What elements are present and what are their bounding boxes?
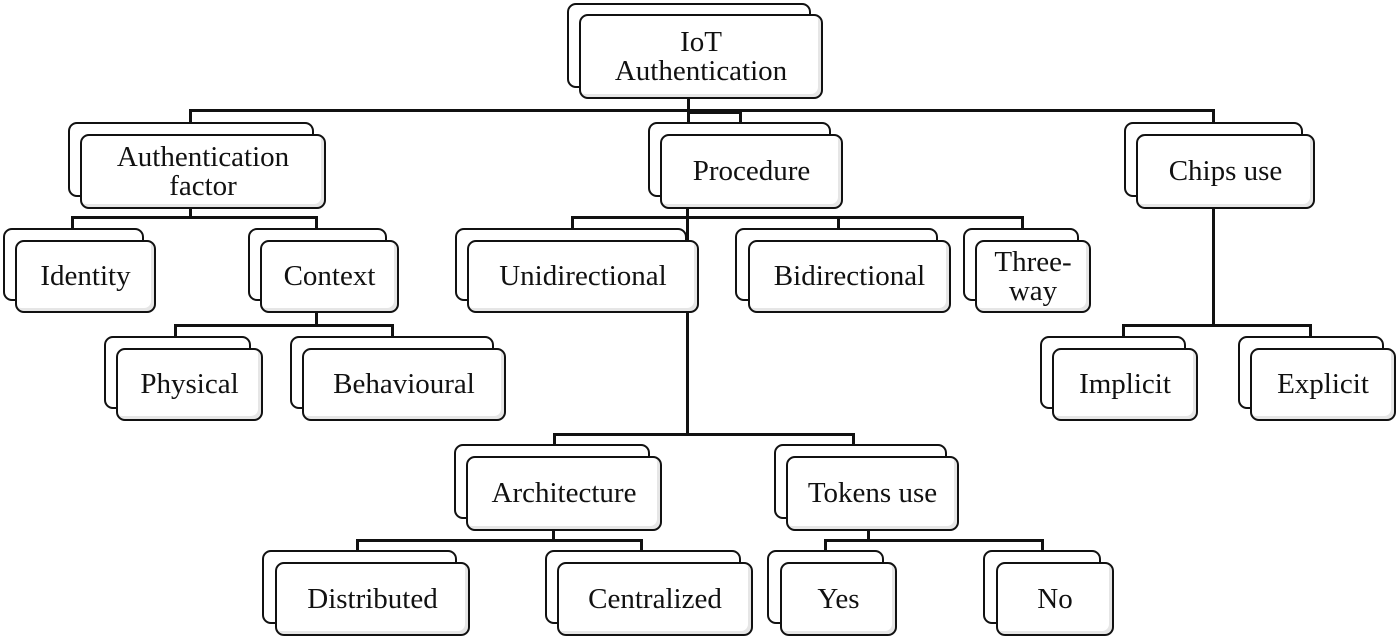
connector-tokens-down bbox=[867, 528, 870, 541]
node-label: No bbox=[1037, 582, 1073, 615]
node-label: Centralized bbox=[588, 582, 722, 615]
node-label: Yes bbox=[817, 582, 860, 615]
node-label: Three- way bbox=[994, 245, 1072, 307]
node-tokens-use: Tokens use bbox=[786, 456, 959, 531]
node-label: Bidirectional bbox=[773, 260, 926, 292]
connector-to-chips-use bbox=[1212, 109, 1215, 124]
connector-to-implicit bbox=[1122, 324, 1125, 338]
connector-to-identity bbox=[71, 216, 74, 230]
connector-to-explicit bbox=[1309, 324, 1312, 338]
node-label: Context bbox=[283, 260, 376, 292]
node-label: Behavioural bbox=[333, 368, 475, 400]
node-root: IoT Authentication bbox=[579, 14, 823, 99]
connector-to-tokens-use bbox=[852, 433, 855, 446]
node-context: Context bbox=[260, 240, 399, 313]
node-architecture: Architecture bbox=[466, 456, 662, 531]
node-no: No bbox=[996, 562, 1114, 636]
connector-architecture-down bbox=[552, 528, 555, 541]
node-procedure: Procedure bbox=[660, 134, 843, 209]
connector-to-no bbox=[1041, 539, 1044, 552]
connector-context-bar bbox=[174, 324, 393, 327]
node-explicit: Explicit bbox=[1250, 348, 1396, 421]
node-unidirectional: Unidirectional bbox=[467, 240, 699, 313]
connector-to-procedure bbox=[739, 111, 742, 124]
connector-to-distributed bbox=[356, 539, 359, 552]
connector-auth-factor-down bbox=[189, 206, 192, 218]
node-behavioural: Behavioural bbox=[302, 348, 506, 421]
node-label: Procedure bbox=[692, 155, 811, 187]
connector-to-three-way bbox=[1021, 216, 1024, 230]
node-label: Authentication factor bbox=[116, 140, 290, 202]
node-label: Explicit bbox=[1277, 368, 1369, 400]
connector-to-bidirectional bbox=[837, 216, 840, 230]
connector-procedure-bar bbox=[571, 216, 1024, 219]
connector-context-down bbox=[315, 311, 318, 326]
connector-architecture-bar bbox=[356, 539, 643, 542]
node-physical: Physical bbox=[116, 348, 263, 421]
node-label: Implicit bbox=[1079, 368, 1171, 400]
connector-to-centralized bbox=[640, 539, 643, 552]
node-identity: Identity bbox=[15, 240, 156, 313]
connector-to-auth-factor bbox=[189, 109, 192, 124]
node-label: Physical bbox=[140, 368, 239, 400]
connector-level1-bar bbox=[189, 109, 1215, 112]
node-label: Tokens use bbox=[807, 477, 938, 509]
connector-to-yes bbox=[824, 539, 827, 552]
node-chips-use: Chips use bbox=[1136, 134, 1315, 209]
connector-chips-down bbox=[1212, 206, 1215, 326]
connector-to-context bbox=[315, 216, 318, 230]
node-yes: Yes bbox=[780, 562, 897, 636]
connector-to-physical bbox=[174, 324, 177, 338]
connector-arch-tokens-bar bbox=[553, 433, 855, 436]
connector-to-behavioural bbox=[391, 324, 394, 338]
connector-auth-factor-bar bbox=[71, 216, 317, 219]
node-label: Architecture bbox=[491, 477, 637, 509]
connector-to-architecture bbox=[553, 433, 556, 446]
connector-procedure-down bbox=[686, 206, 689, 436]
node-auth-factor: Authentication factor bbox=[80, 134, 326, 209]
node-three-way: Three- way bbox=[975, 240, 1091, 313]
node-distributed: Distributed bbox=[275, 562, 470, 636]
connector-to-procedure-bracket bbox=[687, 111, 741, 114]
node-implicit: Implicit bbox=[1052, 348, 1198, 421]
node-bidirectional: Bidirectional bbox=[748, 240, 951, 313]
node-label: Identity bbox=[40, 260, 131, 292]
node-label: Unidirectional bbox=[499, 260, 667, 292]
connector-to-unidirectional bbox=[571, 216, 574, 230]
node-label: Chips use bbox=[1168, 155, 1283, 187]
node-label: IoT Authentication bbox=[614, 25, 788, 87]
connector-chips-bar bbox=[1122, 324, 1312, 327]
node-centralized: Centralized bbox=[557, 562, 753, 636]
node-label: Distributed bbox=[307, 582, 438, 615]
connector-tokens-bar bbox=[824, 539, 1044, 542]
